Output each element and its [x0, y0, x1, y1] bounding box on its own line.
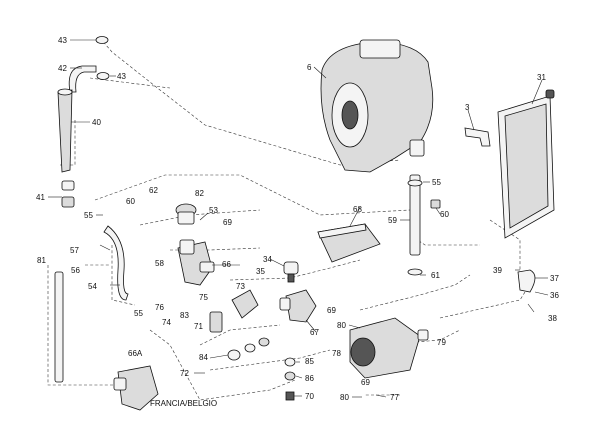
- label-31: 31: [537, 73, 546, 82]
- label-79: 79: [437, 338, 446, 347]
- label-60-left: 60: [126, 197, 135, 206]
- parts: [54, 36, 555, 411]
- label-56: 56: [71, 266, 80, 275]
- label-73: 73: [236, 282, 245, 291]
- label-39: 39: [493, 266, 502, 275]
- label-69-mid: 69: [327, 306, 336, 315]
- valve-73: [231, 289, 259, 319]
- label-68: 68: [353, 205, 362, 214]
- label-43-top: 43: [58, 36, 67, 45]
- label-80-lower: 80: [340, 393, 349, 402]
- pipe-59: [409, 174, 421, 256]
- label-55-lower: 55: [134, 309, 143, 318]
- label-37: 37: [550, 274, 559, 283]
- fitting-41b: [61, 196, 75, 208]
- label-83: 83: [180, 311, 189, 320]
- label-38: 38: [548, 314, 557, 323]
- clip-43-top: [95, 36, 109, 44]
- valve-66A: [117, 365, 159, 411]
- label-43-right: 43: [117, 72, 126, 81]
- label-84: 84: [199, 353, 208, 362]
- label-78: 78: [332, 349, 341, 358]
- label-82: 82: [195, 189, 204, 198]
- label-42: 42: [58, 64, 67, 73]
- label-85: 85: [305, 357, 314, 366]
- label-66A: 66A: [128, 349, 143, 358]
- leader-lines: [48, 39, 549, 398]
- caption-francia-belgio: FRANCIA/BELGIO: [150, 399, 217, 408]
- clip-43-right: [96, 72, 110, 80]
- label-67: 67: [310, 328, 319, 337]
- fitting-86: [284, 371, 296, 381]
- label-72: 72: [180, 369, 189, 378]
- valve-67: [285, 289, 317, 323]
- label-75: 75: [199, 293, 208, 302]
- assembly-lines: [47, 37, 526, 401]
- part-79: [417, 329, 429, 341]
- label-86: 86: [305, 374, 314, 383]
- label-81: 81: [37, 256, 46, 265]
- clip-60b: [430, 199, 441, 209]
- label-57: 57: [70, 246, 79, 255]
- elbow-pipe-42: [68, 65, 97, 93]
- label-34: 34: [263, 255, 272, 264]
- sensor-34: [283, 261, 299, 275]
- label-6: 6: [307, 63, 312, 72]
- label-58: 58: [155, 259, 164, 268]
- label-62: 62: [149, 186, 158, 195]
- label-80-upper: 80: [337, 321, 346, 330]
- label-76: 76: [155, 303, 164, 312]
- label-41: 41: [36, 193, 45, 202]
- fitting-85: [284, 357, 296, 367]
- hose-37: [517, 269, 536, 293]
- pipe-54: [103, 225, 129, 301]
- seal-84: [227, 349, 241, 361]
- part-number-labels: 43 42 43 40 41 6 31 3 55 59 60 55 60 62 …: [36, 36, 559, 408]
- label-55-left: 55: [84, 211, 93, 220]
- flue-pipe-40: [57, 89, 73, 173]
- label-55-upper: 55: [432, 178, 441, 187]
- label-69-lower: 69: [361, 378, 370, 387]
- bolt-70: [285, 391, 295, 401]
- label-35: 35: [256, 267, 265, 276]
- label-71: 71: [194, 322, 203, 331]
- label-74: 74: [162, 318, 171, 327]
- label-66: 66: [222, 260, 231, 269]
- label-77: 77: [390, 393, 399, 402]
- part-71: [209, 311, 223, 333]
- label-40: 40: [92, 118, 101, 127]
- label-36: 36: [550, 291, 559, 300]
- label-54: 54: [88, 282, 97, 291]
- label-60-right: 60: [440, 210, 449, 219]
- label-70: 70: [305, 392, 314, 401]
- label-53: 53: [209, 206, 218, 215]
- bracket-3: [464, 127, 491, 147]
- label-61: 61: [431, 271, 440, 280]
- label-59: 59: [388, 216, 397, 225]
- label-69-upper: 69: [223, 218, 232, 227]
- label-3: 3: [465, 103, 470, 112]
- dip-rod-81: [54, 271, 64, 383]
- fitting-41a: [61, 180, 75, 191]
